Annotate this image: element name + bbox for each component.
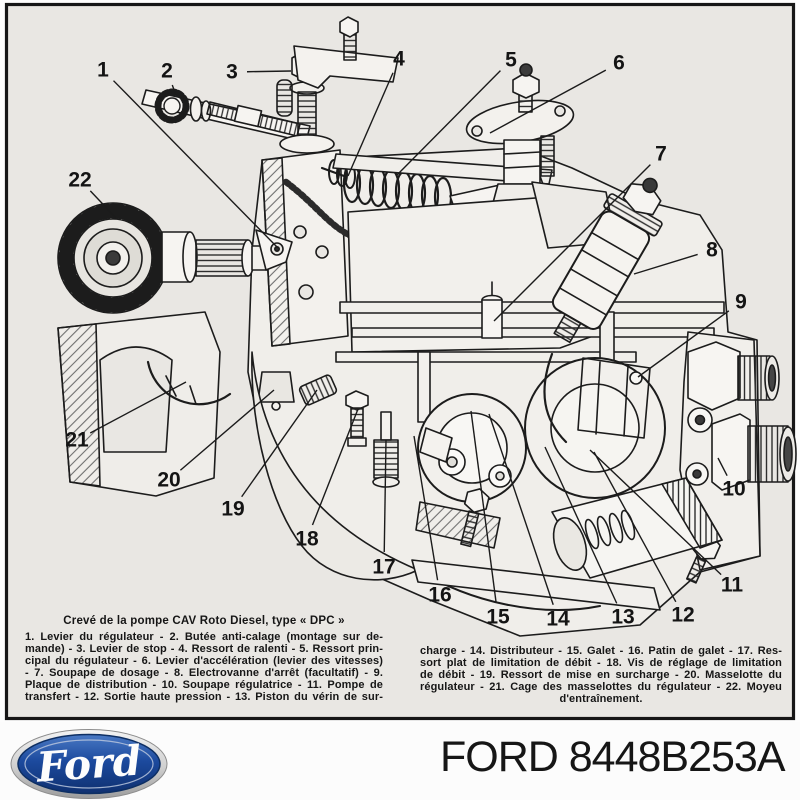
callout-number-9: 9 (735, 291, 747, 314)
callout-number-18: 18 (295, 528, 319, 551)
legend-line: mande) - 3. Levier de stop - 4. Ressort … (25, 642, 383, 655)
callout-leader-10 (717, 457, 728, 476)
legend-line: transfert - 12. Sortie haute pression - … (25, 690, 383, 703)
ford-logo-blue-oval (17, 733, 161, 795)
callout-leader-4 (347, 72, 394, 177)
callout-number-10: 10 (722, 478, 745, 501)
top-bracket (293, 16, 399, 89)
callout-number-12: 12 (671, 604, 694, 627)
legend-line: Plaque de distribution - 10. Soupape rég… (25, 678, 383, 691)
ford-logo-inner-ring (24, 739, 154, 789)
ford-logo: Ford (10, 729, 168, 799)
callout-leader-17 (383, 439, 387, 553)
callout-number-16: 16 (428, 584, 451, 607)
flow-limit-screw (345, 390, 369, 447)
high-pressure-outlet (551, 477, 723, 579)
callout-leader-13 (544, 446, 618, 604)
callout-number-13: 13 (611, 606, 634, 629)
surcharge-spring (298, 374, 338, 406)
callout-leader-22 (89, 190, 117, 219)
callout-number-2: 2 (161, 60, 173, 83)
legend-line: sort plat de limitation de débit - 18. V… (420, 656, 782, 669)
callout-number-17: 17 (372, 556, 395, 579)
callout-leader-18 (311, 408, 359, 526)
callout-leader-19 (241, 389, 318, 498)
legend-line: cipal du régulateur - 6. Levier d'accélé… (25, 654, 383, 667)
callout-leader-15 (470, 410, 497, 603)
legend-right-column: charge - 14. Distributeur - 15. Galet - … (420, 645, 782, 706)
callout-leader-5 (395, 70, 501, 177)
callout-number-1: 1 (97, 59, 109, 82)
callout-number-22: 22 (68, 169, 91, 192)
callout-leader-11 (589, 449, 722, 576)
legend-left-column: Crevé de la pompe CAV Roto Diesel, type … (25, 615, 383, 703)
shutoff-solenoid (551, 177, 663, 344)
callout-leader-21 (89, 381, 187, 434)
legend-line: charge - 14. Distributeur - 15. Galet - … (420, 645, 782, 657)
lower-housing (251, 351, 661, 611)
metering-valve (481, 281, 503, 339)
part-number: FORD 8448B253A (440, 733, 786, 781)
mounting-plate (261, 149, 349, 347)
callout-number-15: 15 (486, 606, 510, 629)
callout-leader-9 (637, 310, 730, 378)
legend-left-lines: 1. Levier du régulateur - 2. Butée anti-… (25, 631, 383, 703)
legend-line: régulateur - 21. Cage des masselottes du… (420, 680, 782, 693)
frame-border (4, 2, 796, 721)
footer-strip: Ford FORD 8448B253A (0, 722, 800, 800)
drive-hub-gear (57, 202, 169, 314)
callout-number-8: 8 (706, 239, 718, 262)
callout-leader-14 (488, 413, 554, 606)
distributor-head (524, 352, 666, 499)
callout-leader-1 (113, 80, 279, 249)
diagram-title: Crevé de la pompe CAV Roto Diesel, type … (63, 615, 345, 627)
callout-leader-6 (489, 69, 607, 134)
callout-number-19: 19 (221, 498, 244, 521)
cam-roller-assembly (417, 393, 527, 503)
governor-weight (257, 371, 295, 411)
callout-leader-8 (633, 253, 698, 275)
stop-lever (141, 88, 311, 143)
legend-line: de débit - 19. Ressort de mise en surcha… (420, 668, 782, 681)
callout-number-5: 5 (505, 49, 517, 72)
outlet-fitting-lower (711, 413, 797, 491)
callout-leader-20 (179, 389, 275, 471)
drive-shaft (161, 231, 289, 283)
legend-right-lines: charge - 14. Distributeur - 15. Galet - … (420, 645, 782, 706)
legend-line: - 7. Soupape de dosage - 8. Electrovanne… (25, 666, 383, 679)
callout-leader-3 (246, 70, 292, 73)
callout-leader-16 (413, 435, 439, 581)
callout-leader-2 (171, 84, 177, 96)
callout-number-11: 11 (721, 574, 744, 597)
callout-leader-12 (593, 451, 677, 603)
outlet-fitting-upper (687, 341, 780, 411)
regulator-cage-bracket (57, 311, 221, 497)
legend-line: 1. Levier du régulateur - 2. Butée anti-… (25, 631, 383, 643)
ford-script-text: Ford (34, 736, 143, 791)
pump-artwork (57, 16, 797, 637)
weight-cage (146, 360, 232, 406)
callout-leader-7 (493, 164, 651, 322)
legend-line: d'entraînement. (559, 692, 643, 705)
callout-number-21: 21 (65, 429, 89, 452)
callout-number-4: 4 (393, 48, 405, 71)
callout-number-20: 20 (157, 469, 180, 492)
callout-number-6: 6 (613, 52, 625, 75)
callout-number-14: 14 (546, 608, 570, 631)
pump-center-block (335, 181, 725, 471)
callout-number-7: 7 (655, 143, 667, 166)
callout-number-3: 3 (226, 61, 238, 84)
